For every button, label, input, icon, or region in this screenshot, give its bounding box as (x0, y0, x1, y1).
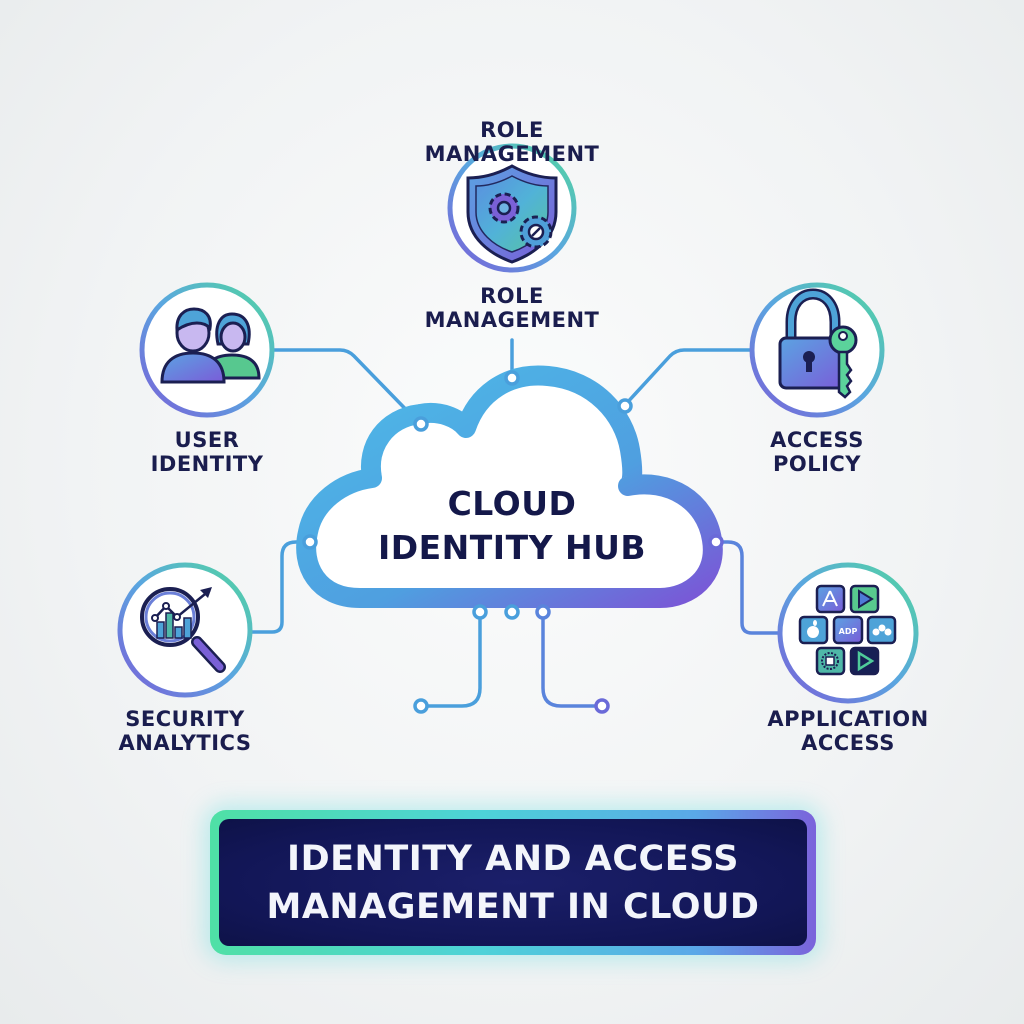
connector-branch-left (419, 610, 482, 708)
node-role-management[interactable] (447, 143, 577, 273)
user-identity-label: USER IDENTITY (151, 428, 264, 476)
security-analytics-label: SECURITY ANALYTICS (119, 707, 252, 755)
node-user-identity[interactable] (139, 282, 275, 418)
application-access-label-line2: ACCESS (801, 731, 895, 755)
play-tile-icon (849, 584, 880, 614)
title-banner: IDENTITY AND ACCESS MANAGEMENT IN CLOUD (210, 810, 816, 955)
connector-user (271, 348, 422, 426)
app-store-tile-icon (815, 584, 846, 614)
cloud-hub-title-line1: CLOUD (447, 484, 577, 523)
role-management-top-label: ROLE MANAGEMENT (425, 118, 600, 166)
application-access-label-line1: APPLICATION (767, 707, 929, 731)
role-management-bottom-label-line1: ROLE (480, 284, 544, 308)
cloud-app-tile-icon (866, 615, 897, 645)
padlock-key-icon (778, 288, 858, 399)
node-application-access[interactable]: ADP (777, 562, 919, 704)
connector-application (714, 540, 784, 635)
connector-branch-right (541, 610, 604, 708)
node-security-analytics[interactable] (117, 562, 253, 698)
magnifier-chart-icon (140, 587, 226, 673)
banner-line2: MANAGEMENT IN CLOUD (266, 886, 760, 927)
connector-lines (248, 338, 784, 812)
cloud-hub-title: CLOUD IDENTITY HUB (378, 482, 646, 570)
role-management-bottom-label: ROLE MANAGEMENT (425, 284, 600, 332)
cloud-hub-title-line2: IDENTITY HUB (377, 528, 647, 567)
apple-tile-icon (798, 615, 829, 645)
node-access-policy[interactable] (749, 282, 885, 418)
access-policy-label-line1: ACCESS (770, 428, 864, 452)
banner-line1: IDENTITY AND ACCESS (287, 838, 739, 879)
access-policy-label: ACCESS POLICY (770, 428, 864, 476)
connector-security (248, 540, 312, 634)
role-management-bottom-label-line2: MANAGEMENT (424, 308, 600, 332)
play-dark-tile-icon (849, 646, 880, 676)
title-banner-inner: IDENTITY AND ACCESS MANAGEMENT IN CLOUD (219, 819, 807, 946)
users-icon (160, 307, 261, 384)
security-analytics-label-line1: SECURITY (125, 707, 245, 731)
access-policy-label-line2: POLICY (772, 452, 862, 476)
security-analytics-label-line2: ANALYTICS (118, 731, 252, 755)
application-access-label: APPLICATION ACCESS (767, 707, 928, 755)
user-identity-label-line1: USER (174, 428, 240, 452)
chip-tile-icon (815, 646, 846, 676)
svg-text:ADP: ADP (839, 627, 858, 636)
role-management-top-label-line2: MANAGEMENT (424, 142, 600, 166)
connector-access (623, 348, 754, 407)
shield-gears-icon (466, 164, 558, 264)
user-identity-label-line2: IDENTITY (150, 452, 264, 476)
adp-tile-icon: ADP (832, 615, 864, 645)
connector-dots (302, 370, 724, 714)
role-management-top-label-line1: ROLE (480, 118, 544, 142)
app-grid-icon: ADP (798, 584, 897, 676)
